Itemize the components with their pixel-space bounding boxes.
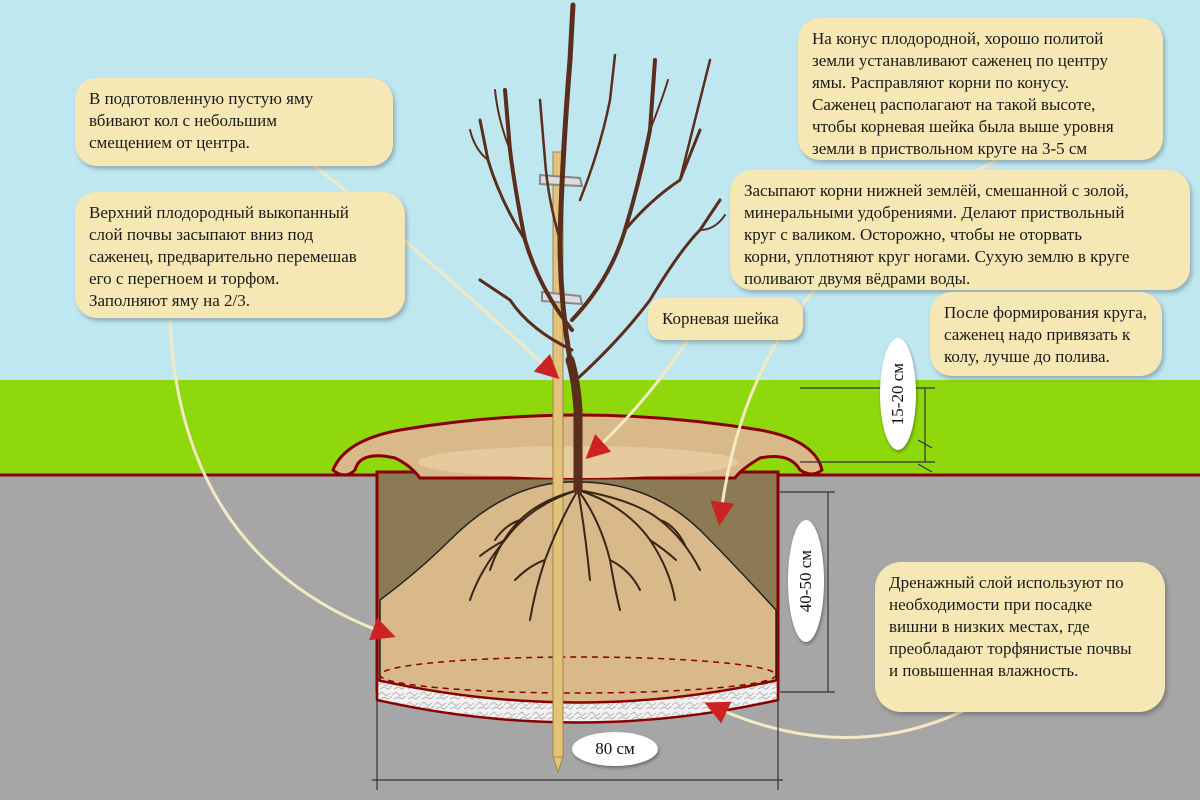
ridge-height-label: 15-20 см <box>880 338 916 450</box>
callout-root-collar: Корневая шейка <box>648 298 803 340</box>
dimension-lines <box>372 387 935 790</box>
callout-stake: В подготовленную пустую яму вбивают кол … <box>75 78 393 166</box>
roots <box>469 489 701 621</box>
callout-backfill: Засыпают корни нижней землёй, смешанной … <box>730 170 1190 290</box>
callout-topsoil: Верхний плодородный выкопанный слой почв… <box>75 192 405 318</box>
pit-width-label: 80 см <box>572 732 658 766</box>
callout-drainage: Дренажный слой используют по необходимос… <box>875 562 1165 712</box>
callout-cone: На конус плодородной, хорошо политой зем… <box>798 18 1163 160</box>
pit-depth-label: 40-50 см <box>788 520 824 642</box>
sapling <box>469 2 726 495</box>
callout-tie: После формирования круга, саженец надо п… <box>930 292 1162 376</box>
